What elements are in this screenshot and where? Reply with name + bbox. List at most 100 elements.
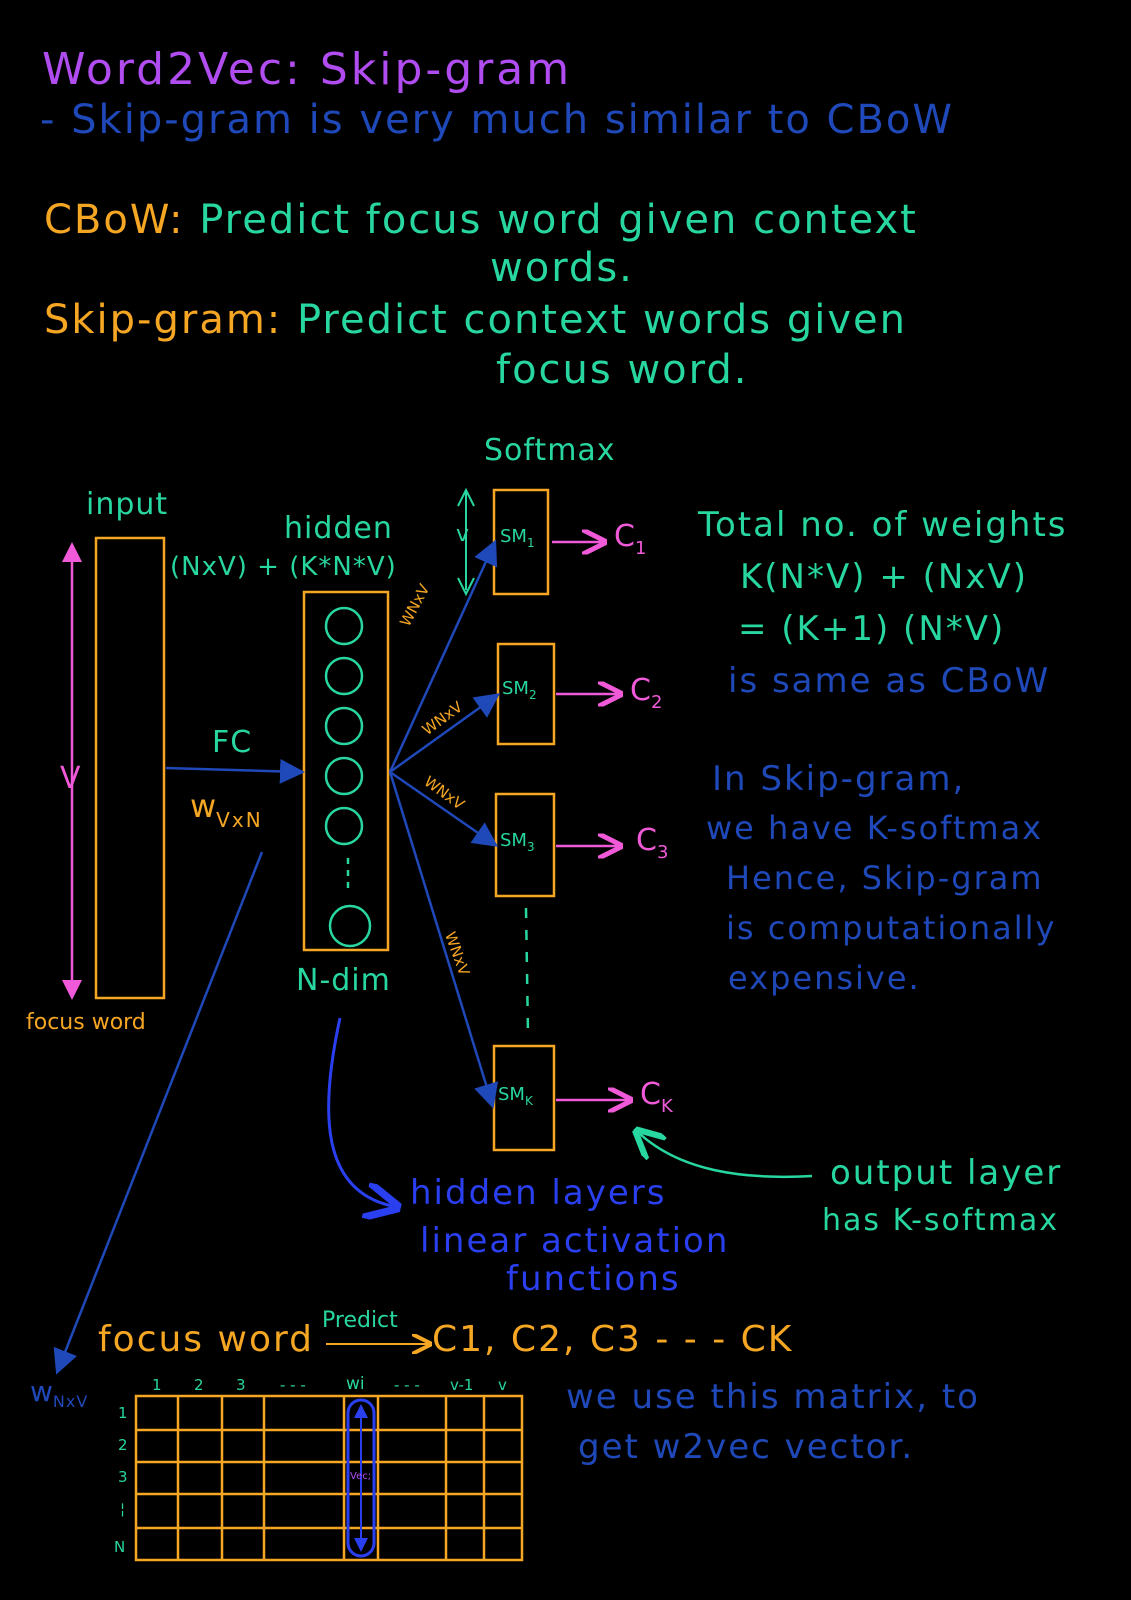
- w-vxn-label: wVxN: [190, 787, 263, 830]
- matrix-label: wNxV: [30, 1375, 88, 1410]
- subtitle: - Skip-gram is very much similar to CBoW: [40, 97, 954, 143]
- matrix-col-label: v-1: [450, 1376, 474, 1394]
- matrix-note-line2: get w2vec vector.: [578, 1427, 915, 1467]
- weights-note-line2: K(N*V) + (NxV): [740, 557, 1028, 597]
- skip-note-line3: Hence, Skip-gram: [726, 859, 1044, 897]
- matrix-col-label: wi: [346, 1374, 365, 1394]
- ck-main: C: [640, 1077, 661, 1112]
- softmax-ellipsis: [524, 907, 530, 1035]
- param-count-label: (NxV) + (K*N*V): [170, 552, 397, 582]
- weight-matrix-grid: [134, 1394, 524, 1562]
- hidden-neuron: [324, 606, 364, 646]
- output-c1: C1: [614, 519, 646, 558]
- predict-focus-word: focus word: [98, 1319, 314, 1360]
- softmax-label: Softmax: [484, 433, 616, 468]
- cbow-text-line2: words.: [490, 245, 634, 291]
- skipgram-label: Skip-gram:: [44, 297, 283, 343]
- hidden-neuron: [324, 706, 364, 746]
- matrix-row-label: 2: [118, 1436, 128, 1454]
- wi-column-bottom-head: [354, 1538, 368, 1552]
- matrix-label-sub: NxV: [52, 1392, 89, 1411]
- c2-main: C: [630, 673, 651, 708]
- hidden-neuron: [324, 806, 364, 846]
- weights-note-line4: is same as CBoW: [728, 661, 1051, 701]
- matrix-row-label: 3: [118, 1468, 128, 1486]
- wi-column-highlight: [346, 1398, 376, 1558]
- hidden-layers-arrow: [327, 1017, 392, 1206]
- c1-sub: 1: [634, 538, 647, 559]
- skipgram-text-line2: focus word.: [496, 347, 749, 393]
- w-vxn-sub: VxN: [216, 808, 263, 832]
- hidden-to-smk-arrow: [388, 771, 499, 1109]
- fc-arrow: [165, 758, 305, 784]
- matrix-col-label: 1: [152, 1376, 162, 1394]
- skip-note-line1: In Skip-gram,: [712, 759, 966, 799]
- matrix-col-label: - - -: [394, 1376, 420, 1394]
- hidden-neuron: [328, 904, 372, 948]
- v-small-bottom-head: [457, 577, 475, 597]
- sm1-label: SM1: [500, 526, 535, 550]
- n-dim-label: N-dim: [296, 963, 391, 998]
- fc-label: FC: [212, 725, 253, 760]
- output-layer-arrow: [640, 1134, 813, 1179]
- hidden-to-sm3-arrow: [389, 770, 499, 847]
- page-title: Word2Vec: Skip-gram: [42, 44, 573, 95]
- skipgram-definition: Skip-gram: Predict context words given: [44, 300, 907, 340]
- matrix-col-label: - - -: [280, 1376, 306, 1394]
- cbow-definition: CBoW: Predict focus word given context: [44, 200, 918, 240]
- hidden-to-sm1-arrow: [388, 539, 498, 773]
- matrix-row-label: ¦: [120, 1500, 126, 1518]
- matrix-row-label: N: [114, 1538, 126, 1556]
- c2-sub: 2: [650, 692, 663, 713]
- weights-note-line3: = (K+1) (N*V): [738, 609, 1006, 649]
- w-vxn-main: w: [190, 787, 217, 825]
- wi-column-top-head: [354, 1404, 368, 1418]
- skip-note-line2: we have K-softmax: [706, 809, 1044, 847]
- hidden-to-sm2-arrow: [389, 693, 501, 774]
- hidden-layer-box: [302, 590, 390, 952]
- cbow-label: CBoW:: [44, 197, 185, 243]
- cbow-text: Predict focus word given context: [199, 197, 918, 243]
- output-note-line2: has K-softmax: [822, 1203, 1060, 1238]
- hidden-note-line3: functions: [506, 1259, 681, 1299]
- v-axis-label: V: [60, 761, 82, 796]
- hidden-neuron: [324, 756, 364, 796]
- output-note-line1: output layer: [830, 1153, 1063, 1193]
- hidden-note-line2: linear activation: [420, 1221, 730, 1261]
- predict-label: Predict: [322, 1308, 398, 1333]
- matrix-col-label: v: [498, 1376, 507, 1394]
- sm3-label: SM3: [500, 830, 535, 854]
- hidden-note-line1: hidden layers: [410, 1173, 667, 1213]
- v-small-top-head: [457, 487, 475, 507]
- vec-i-label: Vec;: [350, 1471, 372, 1482]
- c1-main: C: [614, 519, 635, 554]
- matrix-label-main: w: [30, 1375, 53, 1408]
- output-ck: CK: [640, 1077, 673, 1116]
- smk-sub: K: [524, 1094, 533, 1108]
- input-layer-box: [94, 536, 166, 1000]
- hidden-label: hidden: [284, 511, 393, 546]
- v-arrow-bottom-head: [62, 980, 82, 1000]
- w-to-matrix-arrow: [53, 851, 264, 1375]
- smk-main: SM: [498, 1084, 525, 1105]
- input-label: input: [86, 487, 169, 522]
- sm3-sub: 3: [526, 840, 535, 854]
- output-c3: C3: [636, 826, 668, 862]
- smk-label: SMK: [498, 1084, 533, 1108]
- predict-targets: C1, C2, C3 - - - CK: [432, 1319, 794, 1360]
- matrix-note-line1: we use this matrix, to: [566, 1377, 980, 1417]
- hidden-neuron: [324, 656, 364, 696]
- sm1-main: SM: [500, 526, 527, 547]
- v-arrow-top-head: [62, 542, 82, 562]
- sm2-main: SM: [502, 678, 529, 699]
- sm2-sub: 2: [528, 688, 537, 702]
- matrix-frame: [134, 1394, 524, 1562]
- ck-sub: K: [660, 1096, 673, 1117]
- c3-sub: 3: [656, 842, 669, 863]
- sm1-sub: 1: [526, 536, 535, 550]
- output-c2: C2: [630, 673, 662, 712]
- sm3-main: SM: [500, 830, 527, 851]
- sm2-label: SM2: [502, 678, 537, 702]
